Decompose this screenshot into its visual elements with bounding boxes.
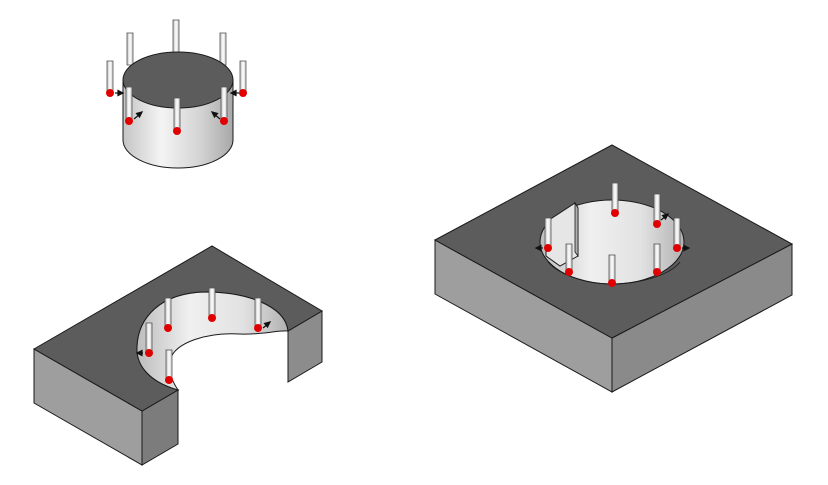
probe — [254, 297, 262, 332]
probe — [544, 217, 552, 252]
approach-arrow — [135, 349, 143, 357]
probe-tip — [239, 89, 247, 97]
probe — [653, 193, 661, 228]
approach-arrow — [682, 244, 691, 252]
probe-tip — [653, 220, 661, 228]
probe — [608, 254, 616, 287]
keyway-slot-side — [574, 201, 579, 258]
probe-tip — [653, 268, 661, 276]
probe — [220, 86, 228, 125]
probe — [106, 60, 114, 97]
probe-tip — [125, 117, 133, 125]
probe-tip — [164, 324, 172, 332]
probe-tip — [145, 349, 153, 357]
approach-arrow — [262, 321, 272, 329]
probe — [611, 182, 619, 217]
probe-tip — [673, 244, 681, 252]
probe — [145, 322, 153, 357]
probe-tip — [608, 279, 616, 287]
probe — [219, 32, 227, 66]
cylinder-boss-figure — [106, 19, 247, 169]
probe — [565, 243, 573, 276]
probe-tip — [220, 117, 228, 125]
probe — [165, 349, 173, 384]
probe-tip — [165, 376, 173, 384]
probe-tip — [254, 324, 262, 332]
probe — [673, 217, 681, 252]
probe — [173, 97, 181, 135]
probe — [653, 243, 661, 276]
probe-tip — [173, 127, 181, 135]
probe — [125, 86, 133, 125]
probe — [208, 287, 216, 322]
approach-arrow — [534, 244, 543, 252]
probe-tip — [208, 314, 216, 322]
approach-arrow — [660, 213, 670, 221]
approach-arrow — [229, 89, 239, 97]
square-plate-figure — [433, 144, 794, 393]
approach-arrow — [210, 111, 221, 120]
approach-arrow — [133, 111, 144, 120]
probe-tip — [611, 209, 619, 217]
probe — [126, 32, 134, 66]
probe-tip — [565, 268, 573, 276]
probe-tip — [544, 244, 552, 252]
probe — [164, 297, 172, 332]
probe-tip — [106, 89, 114, 97]
notched-block-figure — [32, 245, 323, 466]
probe — [239, 60, 247, 97]
approach-arrow — [115, 89, 125, 97]
